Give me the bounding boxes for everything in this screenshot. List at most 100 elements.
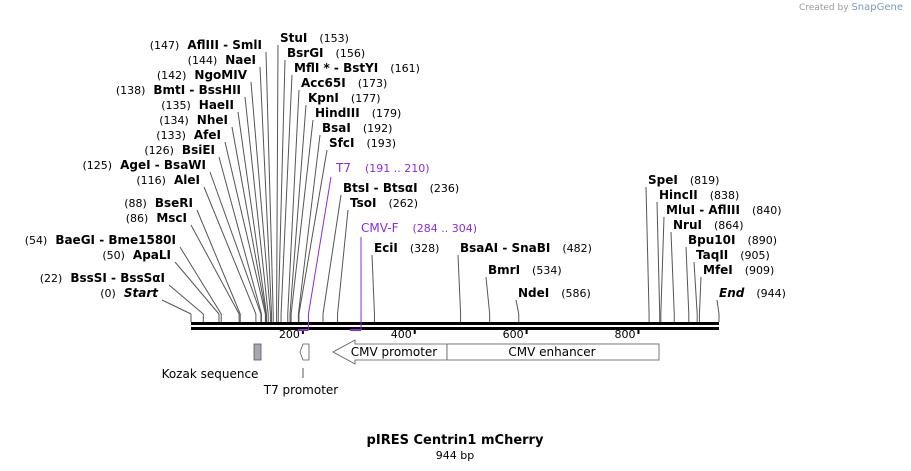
site-leader-line [645,186,650,315]
site-leader-line [685,246,690,315]
restriction-site: NgoMIV (142) [157,68,248,82]
site-coordinate: (86) [126,212,149,225]
site-name: NruI [673,218,702,232]
site-name: AleI [174,173,200,187]
primer-leader-line [307,176,332,330]
site-coordinate: (177) [351,92,381,105]
site-name: Acc65I [301,76,346,90]
site-leader-line [250,81,271,315]
site-coordinate: (54) [25,234,48,247]
restriction-site: AflIII - SmlI(147) [150,38,262,52]
restriction-site: BmtI - BssHII(138) [116,83,241,97]
site-name: MflI * - BstYI [294,61,378,75]
site-coordinate: (328) [410,242,440,255]
kozak-sequence-feature [253,343,262,361]
restriction-site: EciI(328) [374,241,439,255]
site-name: NheI [197,113,228,127]
site-leader-line [244,96,269,315]
site-leader-line [280,74,293,315]
site-leader-line [259,66,273,315]
site-leader-line [660,216,665,315]
site-leader-line [203,186,257,315]
site-leader-line [698,276,702,315]
site-leader-line [716,299,720,315]
site-name: BtsI - BtsαI [343,181,418,195]
site-name: End [719,286,745,300]
site-coordinate: (88) [124,197,147,210]
site-coordinate: (22) [40,272,63,285]
site-leader-line [670,231,675,315]
site-name: SpeI [648,173,678,187]
map-title: pIRES Centrin1 mCherry [367,433,544,448]
restriction-site: AfeI(133) [156,128,221,142]
site-coordinate: (236) [430,182,460,195]
site-coordinate: (50) [102,249,125,262]
site-leader-line [277,59,286,315]
site-coordinate: (944) [756,287,786,300]
restriction-site: TaqII(905) [696,248,770,262]
ruler-tick [413,327,416,334]
ruler-tick-label: 400 [391,328,412,341]
restriction-site: HaeII(135) [161,98,234,112]
site-leader-line [515,299,520,315]
site-coordinate: (840) [752,204,782,217]
credit-label: Created by SnapGene [799,2,903,13]
restriction-site: Start(0) [100,286,159,300]
restriction-site: Bpu10I(890) [688,233,777,247]
restriction-site: NaeI(144) [188,53,256,67]
site-leader-line [290,119,314,315]
site-coordinate: (142) [157,69,187,82]
site-name: TsoI [350,196,376,210]
backbone-bottom-strand [191,327,719,330]
site-coordinate: (819) [690,174,720,187]
site-coordinate: (116) [136,174,166,187]
site-coordinate: (192) [363,122,393,135]
ruler-tick-label: 200 [279,328,300,341]
t7-promoter-label: T7 promoter [263,383,339,397]
restriction-site: Acc65I (173) [301,76,387,90]
site-coordinate: (482) [562,242,592,255]
site-name: BmrI [488,263,520,277]
primer-name: T7 [335,161,351,175]
site-name: AgeI - BsaWI [120,158,206,172]
site-coordinate: (534) [532,264,562,277]
restriction-site: HindIII(179) [315,106,401,120]
restriction-site: BsrGI(156) [287,46,365,60]
site-name: BsiEI [182,143,215,157]
site-leader-line [161,299,192,315]
restriction-site: BsaAI - SnaBI (482) [460,241,592,255]
ruler-tick [637,327,640,334]
ruler-tick-label: 800 [614,328,635,341]
site-coordinate: (173) [358,77,388,90]
kozak-sequence-label: Kozak sequence [162,367,259,381]
site-leader-line [265,51,274,315]
restriction-site: StuI(153) [280,31,349,45]
restriction-site: BaeGI - Bme1580I(54) [25,233,176,247]
site-coordinate: (161) [390,62,420,75]
site-name: NgoMIV [194,68,247,82]
site-coordinate: (138) [116,84,146,97]
site-coordinate: (147) [150,39,180,52]
site-name: BseRI [155,196,193,210]
site-coordinate: (262) [388,197,418,210]
site-name: TaqII [696,248,728,262]
site-name: BsaAI - SnaBI [460,241,550,255]
backbone-top-strand [191,322,719,325]
site-coordinate: (193) [366,137,396,150]
site-coordinate: (586) [561,287,591,300]
site-name: MfeI [703,263,733,277]
cmv-enhancer-box [446,343,660,361]
site-coordinate: (134) [159,114,189,127]
site-coordinate: (890) [747,234,777,247]
site-leader-line [276,44,279,315]
site-coordinate: (909) [745,264,775,277]
restriction-site: SpeI (819) [648,173,719,187]
restriction-site: BmrI (534) [488,263,562,277]
restriction-site: MscI(86) [126,211,187,225]
restriction-site: HincII(838) [659,188,739,202]
site-leader-line [289,104,307,315]
site-leader-line [322,194,342,315]
site-leader-line [485,276,491,315]
site-leader-line [457,254,462,315]
site-name: BssSI - BssSαI [70,271,165,285]
